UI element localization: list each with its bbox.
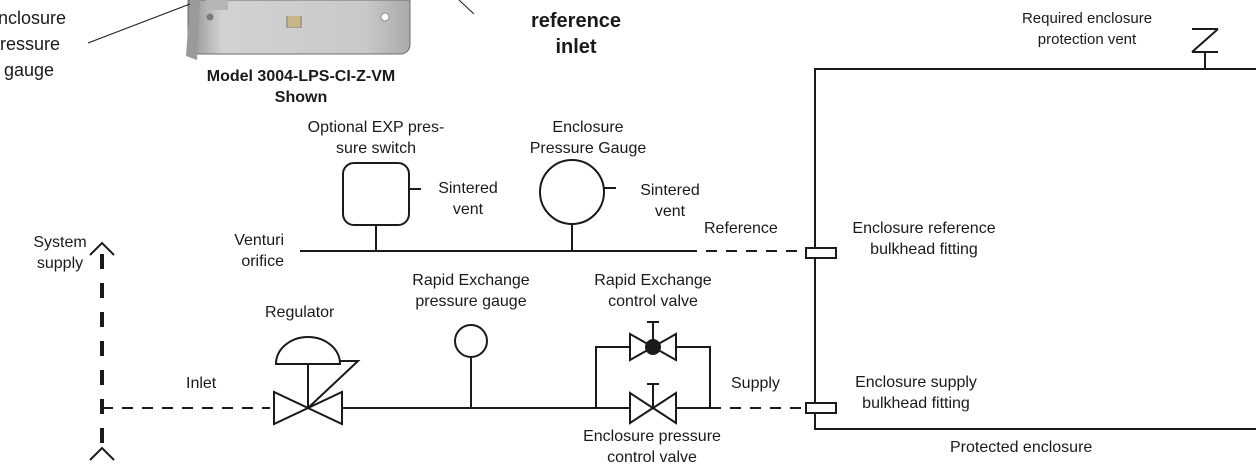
enclosure-gauge-label: Enclosure Pressure Gauge (529, 119, 647, 157)
rapid-valve-ball (645, 339, 661, 355)
inlet-label: Inlet (186, 375, 217, 392)
gauge-leader-line (87, 3, 191, 44)
protected-enclosure-label: Protected enclosure (950, 439, 1093, 456)
supply-bulkhead-fitting (805, 402, 837, 414)
venturi-label: Venturi orifice (234, 232, 284, 270)
exp-switch-label: Optional EXP pres- sure switch (307, 119, 445, 157)
supply-label: Supply (731, 375, 780, 392)
supply-arrow-bottom (89, 446, 115, 461)
reference-fitting-label: Enclosure reference bulkhead fitting (852, 220, 996, 258)
gauge-callout-label: nclosure ressure gauge (0, 8, 67, 80)
protection-vent-icon (1191, 28, 1219, 53)
enclosure-gauge-circle (539, 159, 605, 225)
pressure-valve-label: Enclosure pressure control valve (583, 428, 721, 466)
reference-inlet-label: reference inlet (530, 10, 622, 58)
supply-arrow-top (89, 241, 115, 256)
regulator-label: Regulator (265, 304, 335, 321)
rapid-valve-label: Rapid Exchange control valve (594, 272, 712, 310)
rapid-gauge-label: Rapid Exchange pressure gauge (412, 272, 530, 310)
protection-vent-label: Required enclosure protection vent (1021, 10, 1153, 48)
regulator-valve-icon (273, 336, 361, 426)
gauge-photo (186, 0, 411, 60)
sintered-vent-label-2: Sintered vent (640, 182, 700, 220)
model-caption: Model 3004-LPS-CI-Z-VM Shown (206, 68, 396, 106)
sintered-vent-label-1: Sintered vent (438, 180, 498, 218)
reference-label: Reference (704, 220, 778, 237)
reference-bulkhead-fitting (805, 247, 837, 259)
system-supply-label: System supply (33, 234, 87, 272)
rapid-gauge-circle (454, 324, 488, 358)
supply-fitting-label: Enclosure supply bulkhead fitting (855, 374, 977, 412)
pressure-control-valve-icon (629, 383, 677, 425)
rapid-exchange-valve-icon (629, 321, 677, 362)
inlet-leader-line (458, 0, 475, 15)
exp-switch-box (342, 162, 410, 226)
